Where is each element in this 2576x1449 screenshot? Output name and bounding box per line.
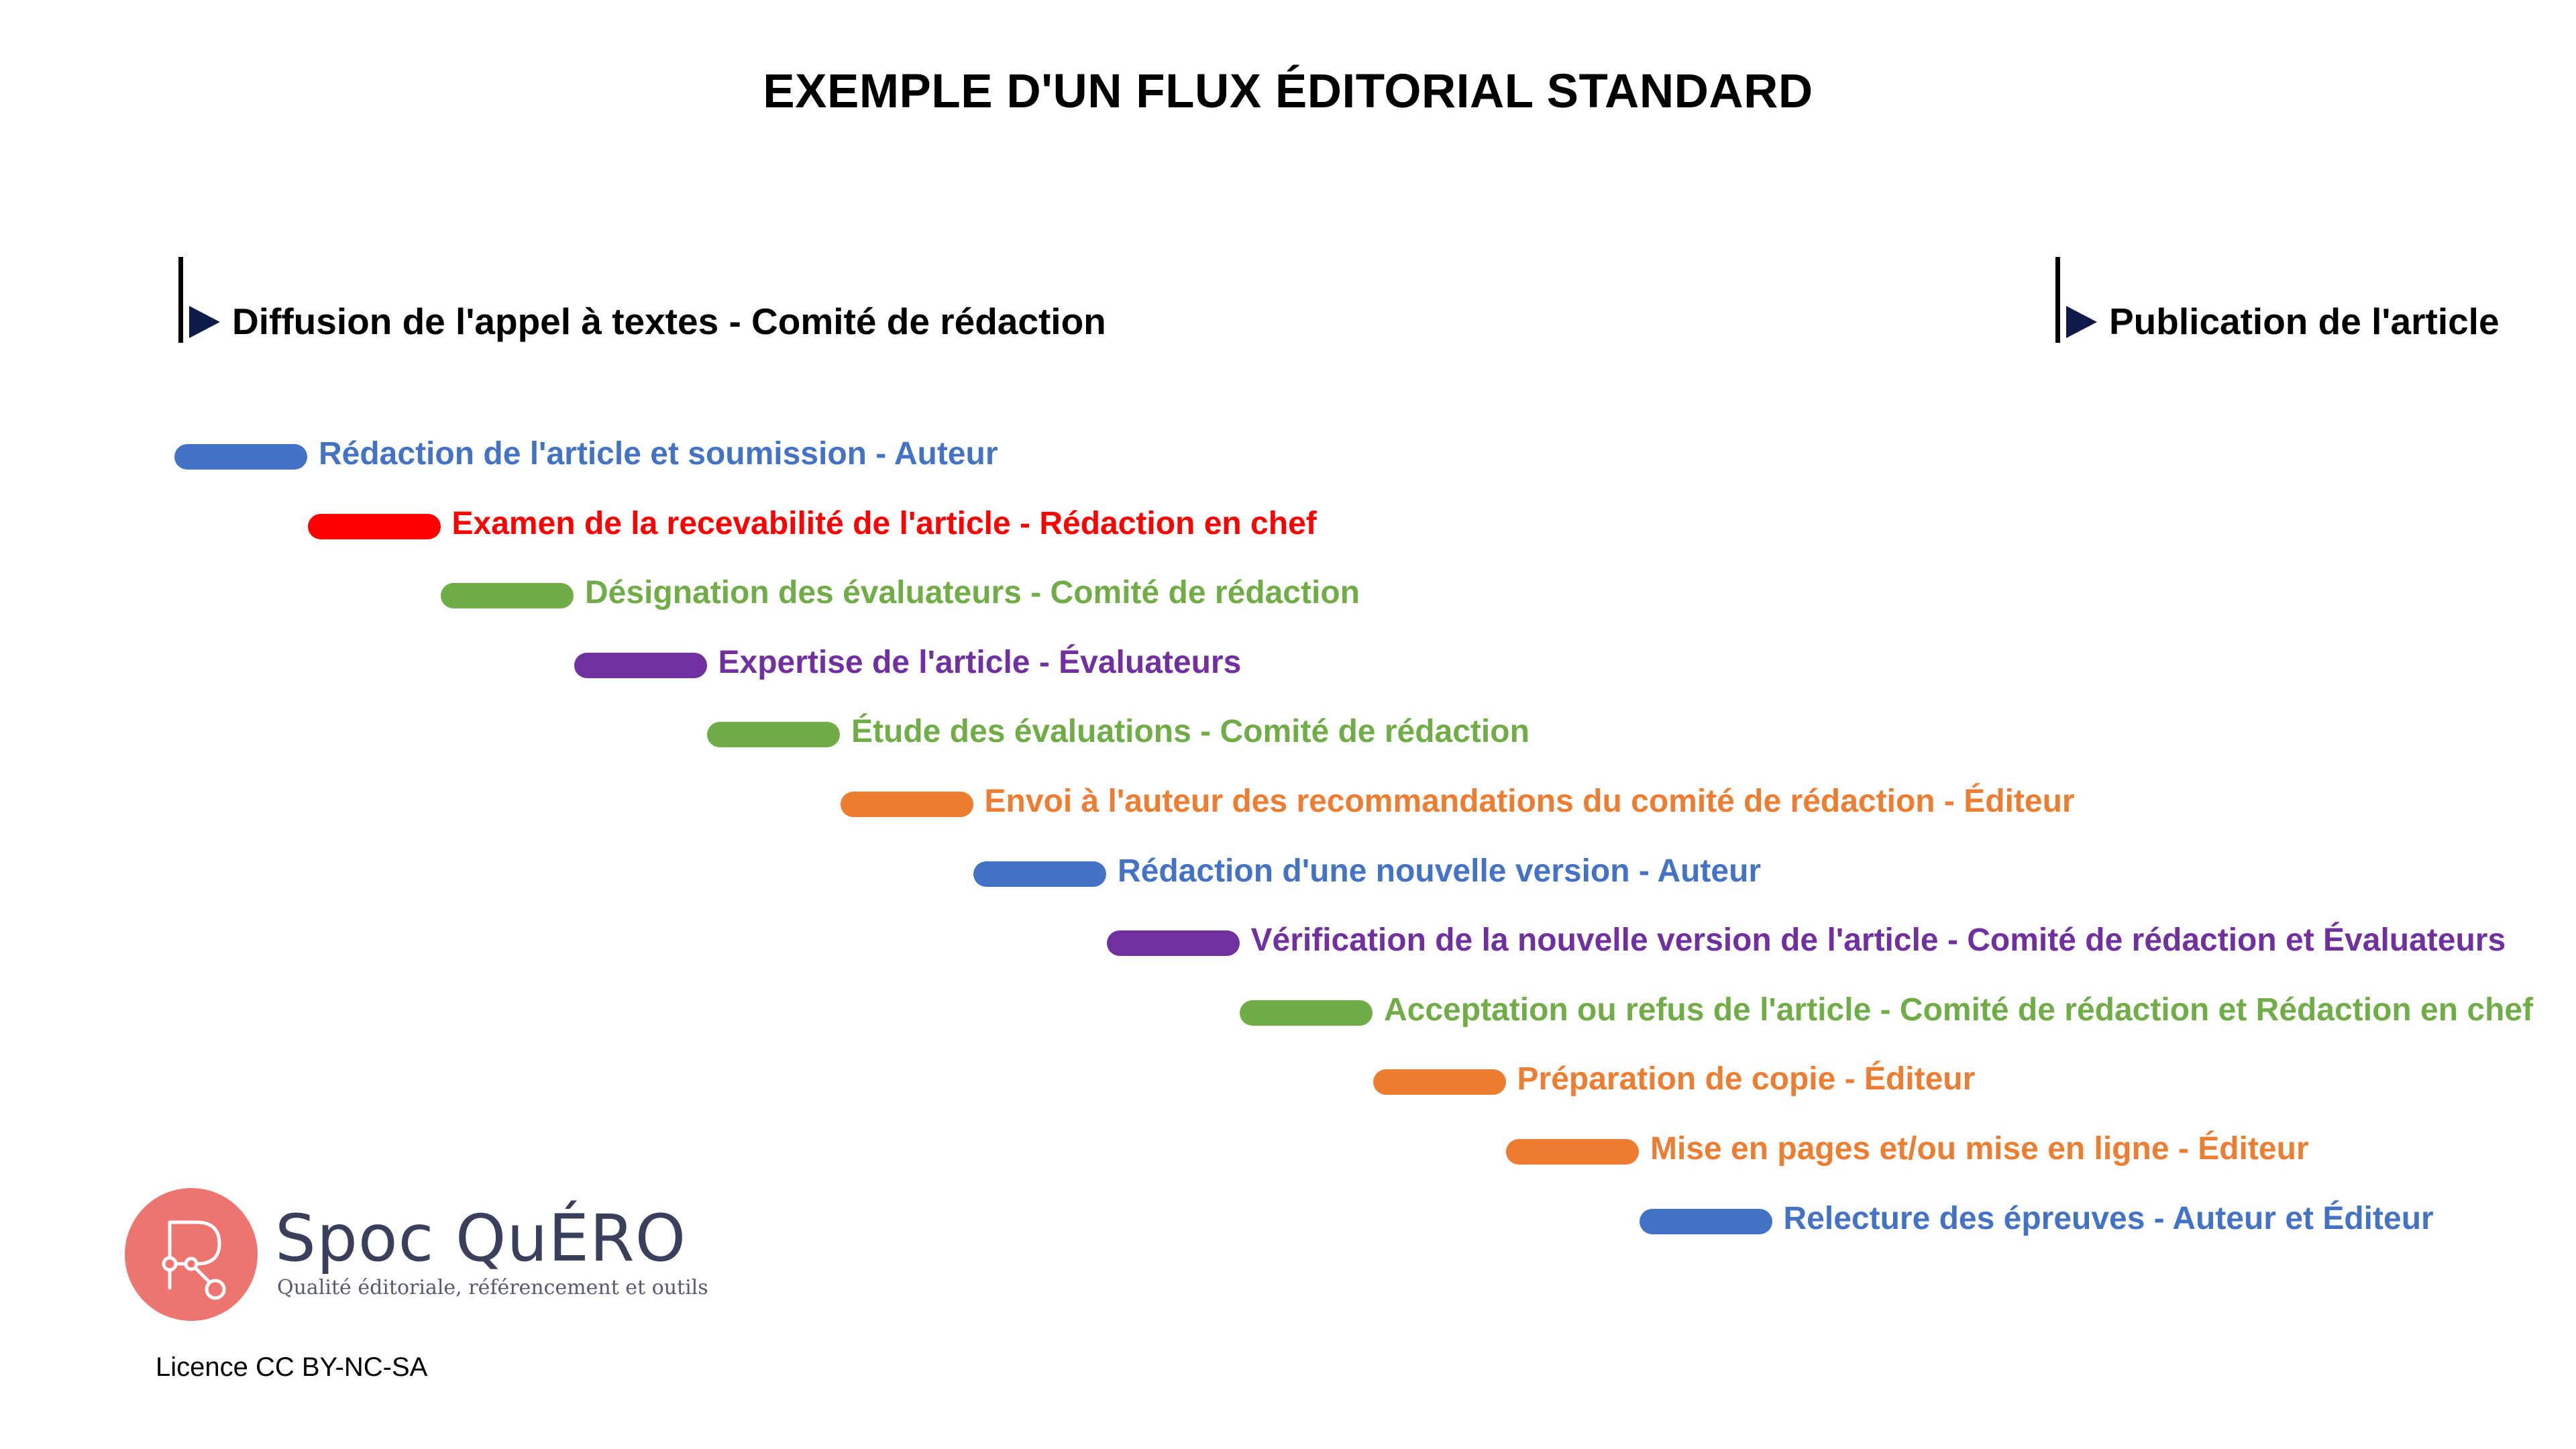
- milestone-end-label: Publication de l'article: [2109, 301, 2500, 342]
- task-label: Expertise de l'article - Évaluateurs: [718, 644, 1242, 680]
- task-bar: [441, 583, 574, 609]
- milestone-start-label: Diffusion de l'appel à textes - Comité d…: [232, 301, 1106, 342]
- task-label: Relecture des épreuves - Auteur et Édite…: [1783, 1200, 2434, 1236]
- milestone-end-bar: [2055, 257, 2060, 343]
- task-label: Vérification de la nouvelle version de l…: [1250, 922, 2506, 959]
- licence-text: Licence CC BY-NC-SA: [156, 1352, 428, 1382]
- task-bar: [1373, 1069, 1506, 1095]
- milestone-start-bar: [178, 257, 183, 343]
- task-bar: [707, 722, 840, 748]
- milestone-start-arrow-icon: [189, 306, 220, 338]
- task-label: Étude des évaluations - Comité de rédact…: [851, 714, 1529, 750]
- task-bar: [973, 861, 1106, 887]
- task-bar: [574, 652, 707, 678]
- logo-r-network-icon: [125, 1188, 258, 1321]
- task-label: Préparation de copie - Éditeur: [1517, 1061, 1976, 1097]
- task-label: Acceptation ou refus de l'article - Comi…: [1384, 991, 2534, 1028]
- task-bar: [307, 513, 441, 539]
- task-label: Mise en pages et/ou mise en ligne - Édit…: [1650, 1131, 2309, 1167]
- task-label: Examen de la recevabilité de l'article -…: [451, 505, 1317, 541]
- task-bar: [174, 444, 307, 470]
- task-label: Rédaction de l'article et soumission - A…: [319, 436, 998, 472]
- logo-brand-text: Spoc QuÉRO: [275, 1201, 687, 1276]
- task-label: Rédaction d'une nouvelle version - Auteu…: [1118, 853, 1762, 889]
- task-bar: [1106, 930, 1240, 957]
- logo-tagline: Qualité éditoriale, référencement et out…: [277, 1276, 708, 1299]
- task-bar: [1506, 1139, 1639, 1165]
- page-title: EXEMPLE D'UN FLUX ÉDITORIAL STANDARD: [763, 65, 1813, 118]
- milestone-end-arrow-icon: [2066, 306, 2097, 338]
- task-bar: [840, 792, 973, 817]
- task-bar: [1639, 1208, 1772, 1234]
- task-label: Envoi à l'auteur des recommandations du …: [984, 784, 2075, 819]
- task-label: Désignation des évaluateurs - Comité de …: [585, 575, 1360, 611]
- logo: Spoc QuÉRO Qualité éditoriale, référence…: [124, 1187, 708, 1322]
- task-bar: [1240, 1000, 1373, 1026]
